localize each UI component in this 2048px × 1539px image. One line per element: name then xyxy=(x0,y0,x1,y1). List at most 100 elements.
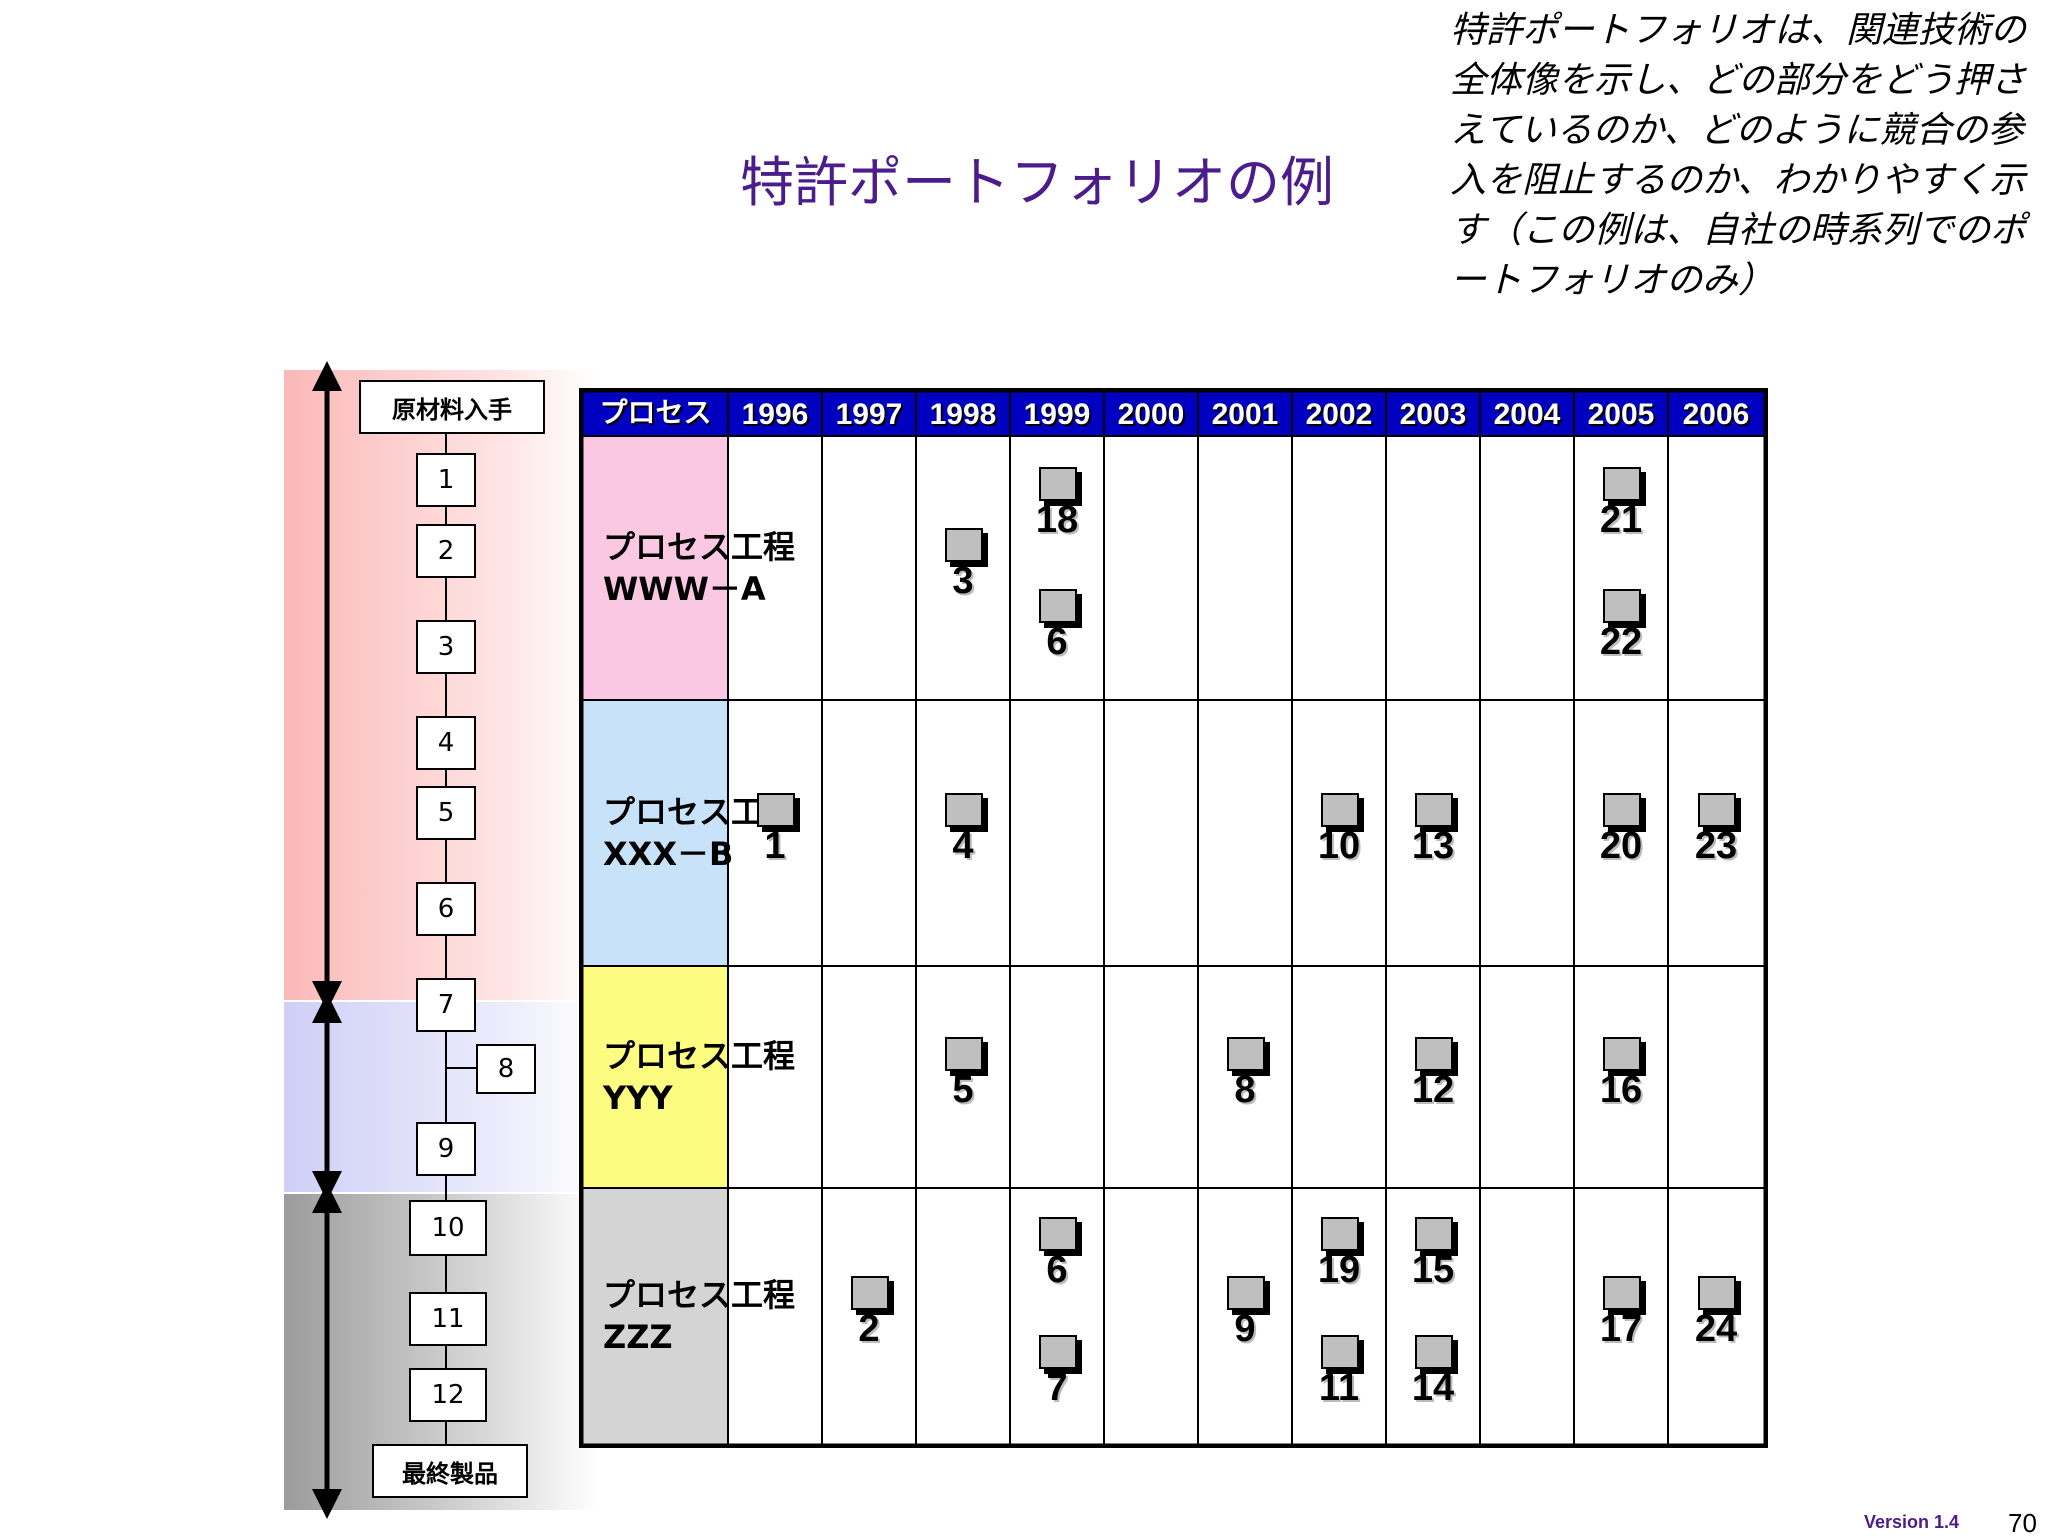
patent-marker-2: 2 xyxy=(839,1276,899,1356)
patent-icon xyxy=(945,1037,983,1071)
patent-marker-13: 13 xyxy=(1403,793,1463,873)
patent-number: 20 xyxy=(1599,825,1643,867)
patent-icon xyxy=(1415,1217,1453,1251)
flow-step-10: 10 xyxy=(409,1200,487,1256)
patent-icon xyxy=(1321,793,1359,827)
flow-step-7: 7 xyxy=(416,978,476,1032)
flow-start-box: 原材料入手 xyxy=(359,380,545,434)
patent-number: 16 xyxy=(1599,1069,1643,1111)
patent-number: 18 xyxy=(1035,499,1079,541)
process-row-code: WWW－A xyxy=(603,570,766,608)
process-row-label: プロセス工程 WWW－A xyxy=(603,526,795,610)
flow-step-9: 9 xyxy=(416,1122,476,1176)
patent-number: 5 xyxy=(952,1069,974,1111)
patent-marker-24: 24 xyxy=(1686,1276,1746,1356)
patent-marker-21: 21 xyxy=(1591,467,1651,547)
year-header-2004: 2004 xyxy=(1493,397,1561,431)
patent-number: 1 xyxy=(764,825,786,867)
patent-icon xyxy=(1698,1276,1736,1310)
grid-border xyxy=(579,388,1768,1448)
grid-background xyxy=(579,388,1768,1448)
year-header-1999: 1999 xyxy=(1023,397,1091,431)
patent-marker-14: 14 xyxy=(1403,1335,1463,1415)
patent-icon xyxy=(1321,1335,1359,1369)
patent-icon xyxy=(1603,589,1641,623)
patent-marker-9: 9 xyxy=(1215,1276,1275,1356)
patent-icon xyxy=(1603,793,1641,827)
patent-number: 11 xyxy=(1318,1367,1360,1409)
patent-number: 22 xyxy=(1599,621,1643,663)
patent-marker-16: 16 xyxy=(1591,1037,1651,1117)
year-header-2001: 2001 xyxy=(1211,397,1279,431)
patent-number: 2 xyxy=(858,1308,880,1350)
patent-marker-15: 15 xyxy=(1403,1217,1463,1297)
process-row-title: プロセス工程 xyxy=(603,1037,796,1075)
patent-marker-17: 17 xyxy=(1591,1276,1651,1356)
process-row-code: XXX－B xyxy=(603,835,734,873)
patent-icon xyxy=(1415,1335,1453,1369)
patent-icon xyxy=(1039,1217,1077,1251)
patent-number: 8 xyxy=(1234,1069,1256,1111)
patent-marker-6: 6 xyxy=(1027,589,1087,669)
patent-marker-5: 5 xyxy=(933,1037,993,1117)
flow-step-5: 5 xyxy=(416,786,476,840)
process-row-code: ZZZ xyxy=(603,1318,673,1356)
year-header-2005: 2005 xyxy=(1587,397,1655,431)
grid-header-bar xyxy=(583,392,1764,436)
flow-step-1: 1 xyxy=(416,453,476,507)
process-row-code: YYY xyxy=(603,1079,673,1117)
flow-step-2: 2 xyxy=(416,524,476,578)
patent-marker-4: 4 xyxy=(933,793,993,873)
patent-icon xyxy=(1227,1037,1265,1071)
process-row-label: プロセス工程 YYY xyxy=(603,1035,795,1119)
patent-marker-11: 11 xyxy=(1309,1335,1369,1415)
patent-marker-19: 19 xyxy=(1309,1217,1369,1297)
patent-icon xyxy=(1603,467,1641,501)
flow-end-box: 最終製品 xyxy=(372,1444,528,1498)
patent-icon xyxy=(1321,1217,1359,1251)
patent-number: 19 xyxy=(1317,1249,1361,1291)
patent-number: 3 xyxy=(952,560,974,602)
patent-icon xyxy=(1603,1276,1641,1310)
process-row-title: プロセス工程 xyxy=(603,1276,796,1314)
patent-icon xyxy=(945,528,983,562)
patent-marker-7: 7 xyxy=(1027,1335,1087,1415)
year-header-2000: 2000 xyxy=(1117,397,1185,431)
patent-number: 21 xyxy=(1599,499,1643,541)
patent-number: 23 xyxy=(1694,825,1738,867)
patent-marker-20: 20 xyxy=(1591,793,1651,873)
patent-icon xyxy=(1227,1276,1265,1310)
patent-number: 9 xyxy=(1234,1308,1256,1350)
patent-icon xyxy=(851,1276,889,1310)
process-row-fill xyxy=(583,1188,728,1444)
patent-marker-3: 3 xyxy=(933,528,993,608)
patent-number: 4 xyxy=(952,825,974,867)
patent-marker-22: 22 xyxy=(1591,589,1651,669)
patent-icon xyxy=(1415,1037,1453,1071)
patent-number: 7 xyxy=(1046,1367,1068,1409)
patent-icon xyxy=(1039,589,1077,623)
process-row-fill xyxy=(583,966,728,1188)
process-row-title: プロセス工程 xyxy=(603,528,796,566)
patent-marker-18: 18 xyxy=(1027,467,1087,547)
header-process-label: プロセス xyxy=(599,396,712,428)
year-header-2003: 2003 xyxy=(1399,397,1467,431)
patent-number: 6 xyxy=(1046,621,1068,663)
flow-step-6: 6 xyxy=(416,882,476,936)
patent-icon xyxy=(1039,1335,1077,1369)
patent-marker-8: 8 xyxy=(1215,1037,1275,1117)
patent-number: 14 xyxy=(1411,1367,1455,1409)
patent-marker-23: 23 xyxy=(1686,793,1746,873)
patent-icon xyxy=(1603,1037,1641,1071)
year-header-2006: 2006 xyxy=(1682,397,1750,431)
page-title: 特許ポートフォリオの例 xyxy=(740,151,1334,214)
patent-number: 13 xyxy=(1411,825,1455,867)
year-header-1997: 1997 xyxy=(835,397,903,431)
patent-marker-10: 10 xyxy=(1309,793,1369,873)
patent-icon xyxy=(1039,467,1077,501)
patent-marker-12: 12 xyxy=(1403,1037,1463,1117)
year-header-1998: 1998 xyxy=(929,397,997,431)
patent-icon xyxy=(757,793,795,827)
